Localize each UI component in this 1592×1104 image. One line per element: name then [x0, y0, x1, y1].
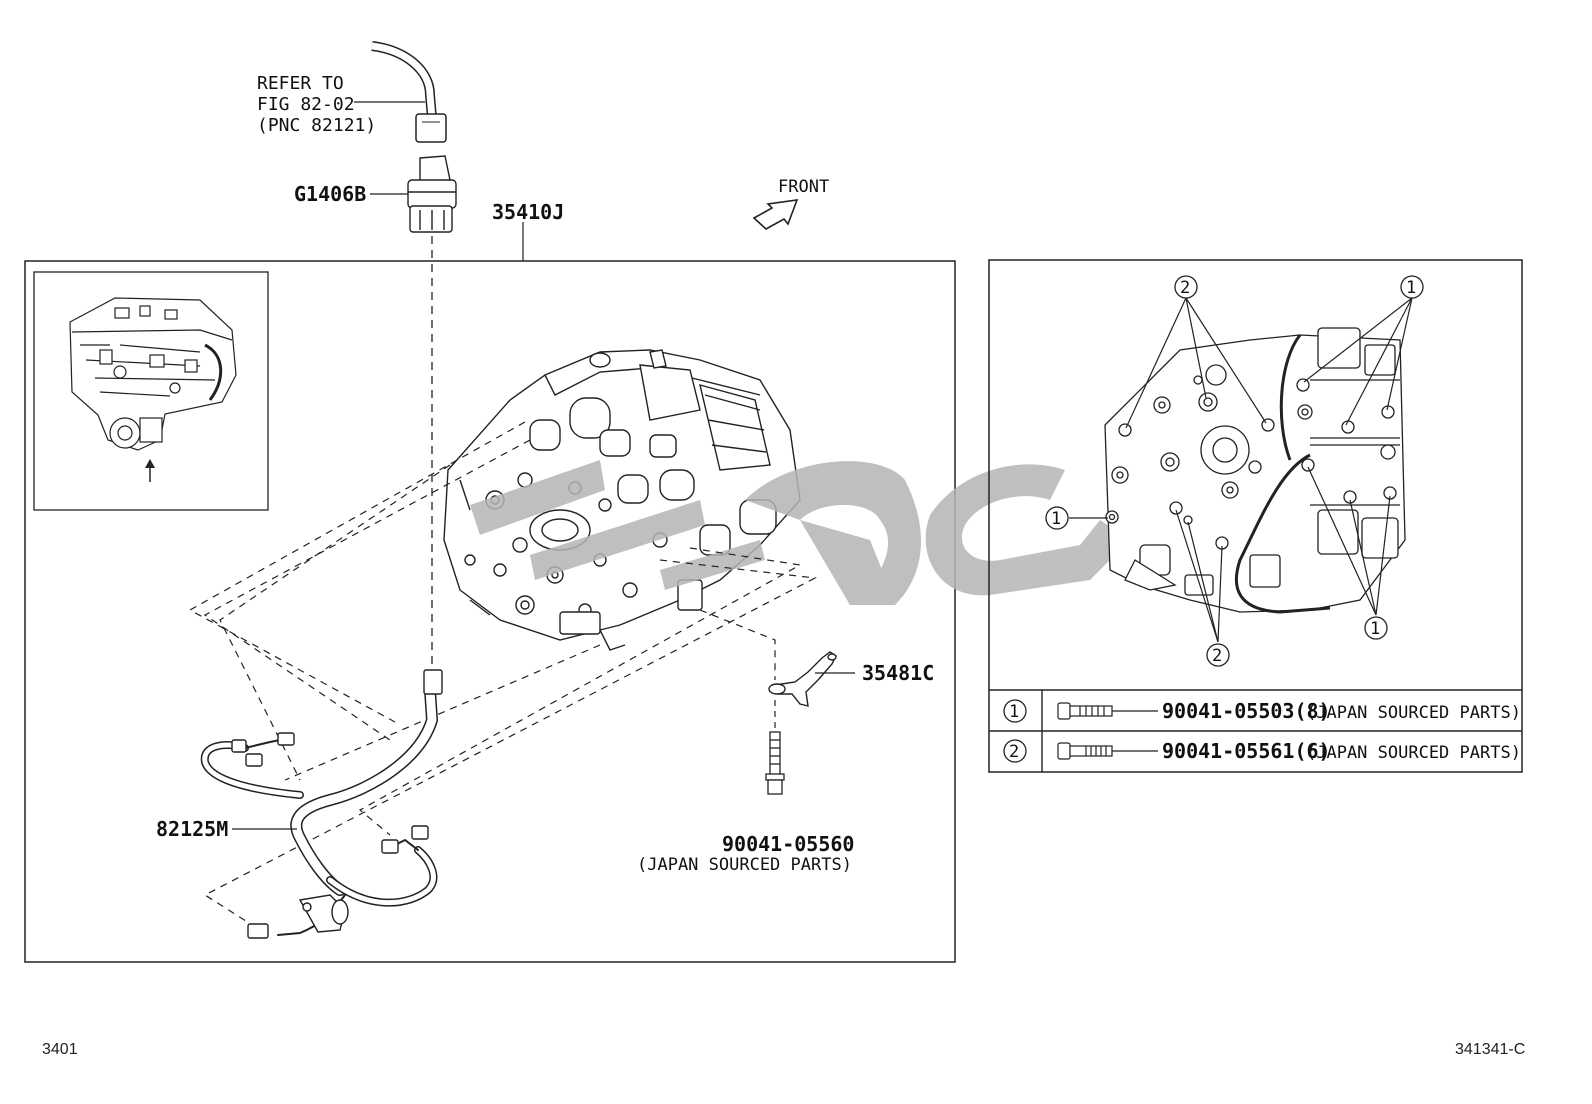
detail-leader-lines — [1069, 297, 1413, 643]
front-label: FRONT — [778, 177, 829, 197]
legend-bolt-icons — [1057, 702, 1158, 760]
harness-connectors — [231, 669, 443, 939]
footer-figure-code: 341341-C — [1455, 1041, 1525, 1058]
part-label-90041-05560: 90041-05560 — [722, 832, 854, 856]
bolt-japan-note: (JAPAN SOURCED PARTS) — [637, 855, 852, 875]
marker-1-top: 1 — [1406, 278, 1416, 298]
legend-note-2: (JAPAN SOURCED PARTS) — [1306, 743, 1521, 763]
footer-page-code: 3401 — [42, 1041, 78, 1058]
inset-valve-body-illustration — [69, 297, 237, 451]
part-label-35481c: 35481C — [862, 661, 934, 685]
part-label-g1406b: G1406B — [294, 182, 366, 206]
refer-note-line-1: REFER TO — [257, 73, 344, 94]
legend-part-1: 90041-05503(8) — [1162, 699, 1331, 723]
main-frame — [24, 260, 956, 963]
refer-note-line-2: FIG 82-02 — [257, 94, 355, 115]
g1406b-connector-illustration — [407, 155, 457, 233]
legend-part-2: 90041-05561(6) — [1162, 739, 1331, 763]
part-label-35410j: 35410J — [492, 200, 564, 224]
marker-1-bottom: 1 — [1370, 619, 1380, 639]
legend-note-1: (JAPAN SOURCED PARTS) — [1306, 703, 1521, 723]
upper-harness-cable — [371, 41, 447, 143]
legend-marker-2: 2 — [1009, 742, 1019, 762]
part-label-82125m: 82125M — [156, 817, 228, 841]
refer-note-line-3: (PNC 82121) — [257, 115, 376, 136]
assembly-dashed-lines — [188, 421, 818, 931]
clamp-35481c-illustration — [768, 651, 837, 707]
wire-harness-illustration — [200, 684, 438, 936]
detail-valve-body-illustration — [1104, 327, 1406, 614]
bolt-90041-05560-illustration — [765, 731, 785, 795]
watermark-logo — [470, 460, 1130, 605]
inset-arrow-icon — [145, 459, 155, 482]
marker-circles — [1003, 275, 1424, 763]
detail-frame — [988, 259, 1523, 773]
front-arrow-icon — [752, 199, 799, 230]
legend-marker-1: 1 — [1009, 702, 1019, 722]
marker-1-left: 1 — [1051, 509, 1061, 529]
marker-2-bottom: 2 — [1212, 646, 1222, 666]
inset-frame — [33, 271, 269, 511]
marker-2-top: 2 — [1180, 278, 1190, 298]
